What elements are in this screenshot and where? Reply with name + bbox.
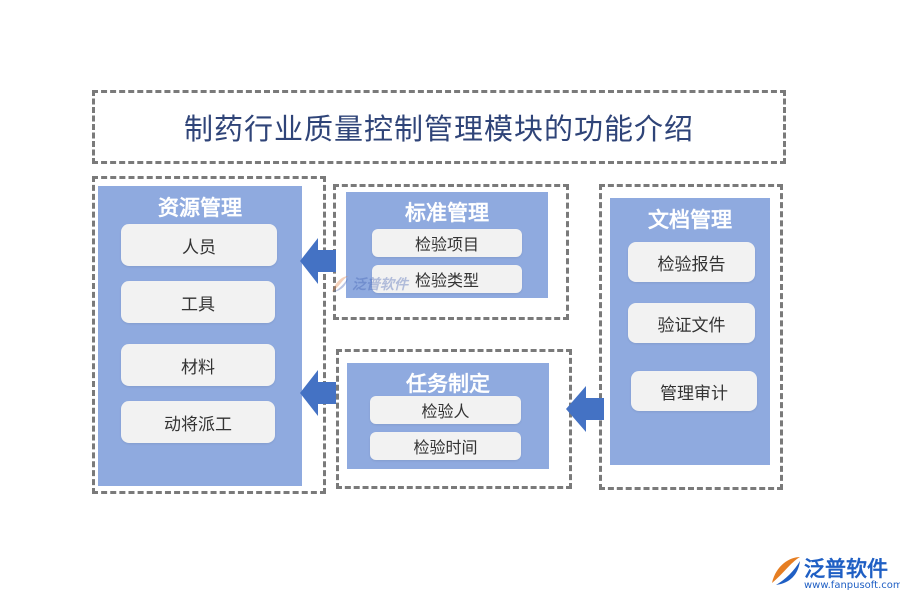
task-frame	[336, 349, 572, 489]
resource-title: 资源管理	[158, 195, 242, 220]
title-frame	[92, 90, 786, 164]
brand-logo-icon	[772, 557, 800, 585]
standard-title: 标准管理	[405, 200, 489, 225]
standard-item-inspection-items: 检验项目	[372, 229, 522, 257]
document-item-management-audit: 管理审计	[631, 371, 757, 411]
document-frame	[599, 184, 783, 490]
watermark-text: 泛普软件	[352, 277, 408, 293]
resource-item-dispatch: 动将派工	[121, 401, 275, 443]
arrow-task-to-resource-icon	[300, 370, 336, 416]
task-item-inspection-time: 检验时间	[370, 432, 521, 460]
arrow-standard-to-resource-icon	[300, 238, 336, 284]
standard-panel: 标准管理 检验项目 检验类型	[346, 192, 548, 298]
brand-name: 泛普软件	[804, 557, 888, 581]
document-item-inspection-report: 检验报告	[628, 242, 755, 282]
arrow-document-to-task-icon	[566, 386, 604, 432]
resource-item-personnel: 人员	[121, 224, 277, 266]
watermark-logo-icon	[332, 276, 348, 292]
standard-item-inspection-types: 检验类型	[372, 265, 522, 293]
resource-frame	[92, 176, 326, 494]
document-panel: 文档管理 检验报告 验证文件 管理审计	[610, 198, 770, 465]
resource-item-tools: 工具	[121, 281, 275, 323]
resource-panel: 资源管理 人员 工具 材料 动将派工	[98, 186, 302, 486]
task-title: 任务制定	[406, 371, 490, 396]
task-panel: 任务制定 检验人 检验时间	[347, 363, 549, 469]
brand-url: www.fanpusoft.com	[804, 580, 900, 591]
resource-item-materials: 材料	[121, 344, 275, 386]
document-item-validation-file: 验证文件	[628, 303, 755, 343]
page-title: 制药行业质量控制管理模块的功能介绍	[183, 112, 694, 146]
task-item-inspector: 检验人	[370, 396, 521, 424]
document-title: 文档管理	[648, 207, 732, 232]
